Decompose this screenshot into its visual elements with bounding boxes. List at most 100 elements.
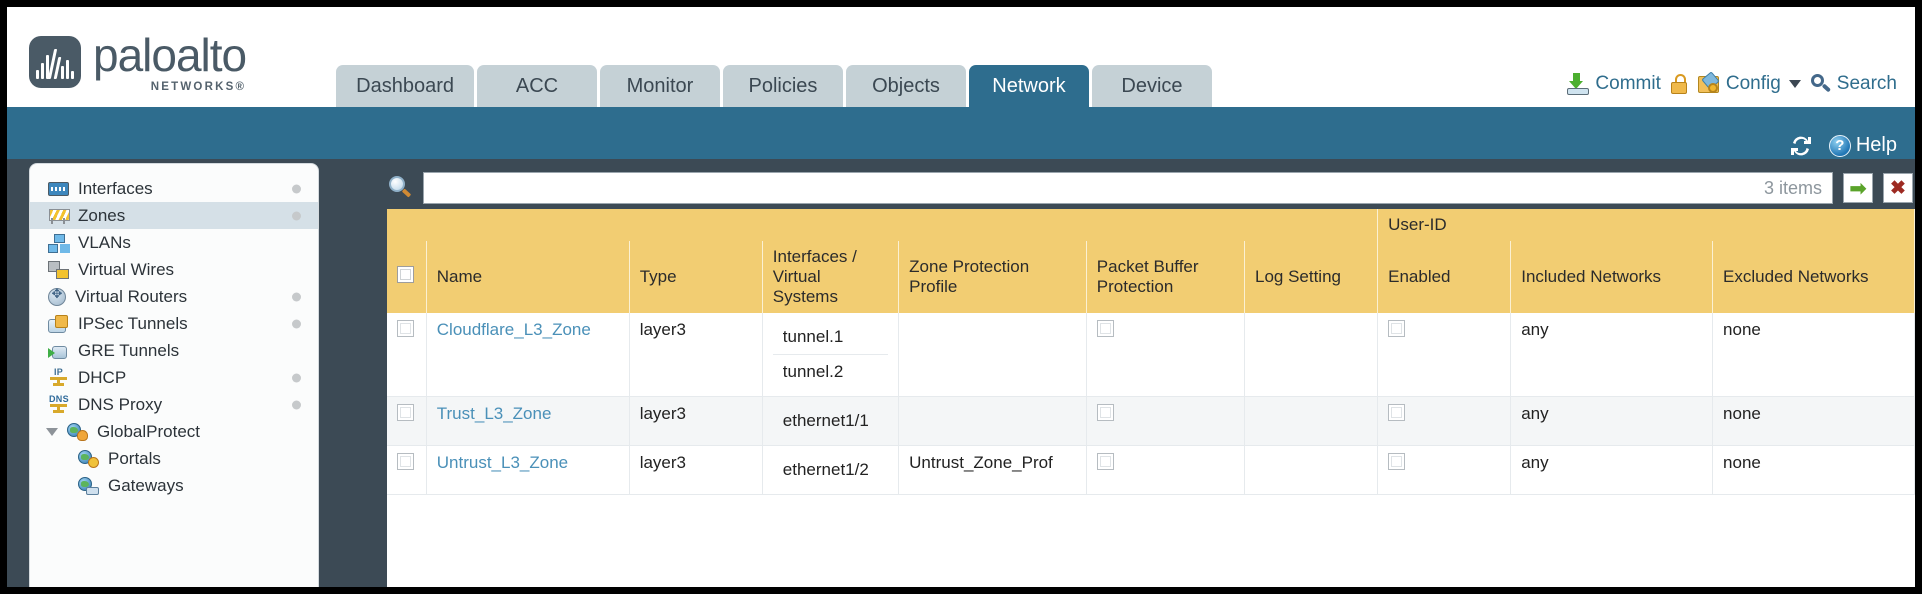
zones-panel: 3 items ➡ ✖ [387,159,1915,587]
row-select-cell[interactable] [387,445,427,495]
group-header-spacer [387,209,1379,241]
column-header-type[interactable]: Type [629,241,763,313]
zone-name-link[interactable]: Untrust_L3_Zone [436,453,569,472]
column-header-interfaces[interactable]: Interfaces / Virtual Systems [762,241,900,313]
cell-name[interactable]: Untrust_L3_Zone [426,445,630,495]
context-bar-actions: ? Help [1789,134,1897,157]
column-header-excluded-networks[interactable]: Excluded Networks [1712,241,1915,313]
row-select-cell[interactable] [387,396,427,446]
refresh-icon[interactable] [1789,135,1813,157]
cell-log-setting [1244,445,1379,495]
status-dot [292,400,301,409]
globalprotect-icon [67,422,88,441]
row-checkbox[interactable] [397,404,414,421]
sidebar-item-virtual-wires[interactable]: Virtual Wires [30,256,318,283]
interface-entry: tunnel.2 [782,362,844,381]
arrow-right-icon: ➡ [1849,177,1867,200]
sidebar-item-dns-proxy[interactable]: DNS DNS Proxy [30,391,318,418]
column-header-name[interactable]: Name [426,241,630,313]
select-all-header[interactable] [387,241,427,313]
row-checkbox[interactable] [397,453,414,470]
cell-interfaces: ethernet1/2 [762,445,900,495]
zone-name-link[interactable]: Cloudflare_L3_Zone [436,320,591,339]
cell-userid-enabled[interactable] [1377,445,1512,495]
table-row[interactable]: Trust_L3_Zone layer3 ethernet1/1 [387,396,1915,446]
dns-proxy-icon: DNS [48,394,69,414]
search-button[interactable]: Search [1810,73,1897,95]
sidebar-item-portals[interactable]: Portals [30,445,318,472]
group-header-userid: User-ID [1377,209,1915,241]
cell-log-setting [1244,396,1379,446]
tab-dashboard[interactable]: Dashboard [336,65,474,107]
packet-buffer-protection-checkbox[interactable] [1096,320,1114,337]
sidebar-item-label: GlobalProtect [97,421,200,441]
ipsec-tunnels-icon [48,314,69,333]
cell-userid-enabled[interactable] [1377,396,1512,446]
tab-network[interactable]: Network [968,65,1089,107]
tab-objects[interactable]: Objects [845,65,966,107]
sidebar-item-gre-tunnels[interactable]: GRE Tunnels [30,337,318,364]
help-icon: ? [1828,134,1851,157]
table-row[interactable]: Untrust_L3_Zone layer3 ethernet1/2 Untru… [387,445,1915,495]
packet-buffer-protection-checkbox[interactable] [1096,404,1114,421]
unlock-icon [1670,74,1688,94]
sidebar-item-label: Zones [78,205,126,225]
zone-name-link[interactable]: Trust_L3_Zone [436,404,552,423]
tab-device[interactable]: Device [1091,65,1212,107]
sidebar-item-label: DHCP [78,367,127,387]
help-label: Help [1855,134,1897,156]
table-row[interactable]: Cloudflare_L3_Zone layer3 tunnel.1 tunne… [387,313,1915,397]
sidebar-item-interfaces[interactable]: Interfaces [30,175,318,202]
column-header-packet-buffer-protection[interactable]: Packet Buffer Protection [1086,241,1245,313]
search-input[interactable]: 3 items [423,172,1833,204]
expand-collapse-icon[interactable] [46,427,58,436]
userid-enabled-checkbox[interactable] [1388,453,1406,470]
commit-icon [1567,73,1590,95]
select-all-checkbox[interactable] [397,266,414,283]
sidebar-item-globalprotect[interactable]: GlobalProtect [30,418,318,445]
cell-name[interactable]: Trust_L3_Zone [426,396,630,446]
sidebar-item-label: VLANs [78,232,131,252]
sidebar-item-ipsec-tunnels[interactable]: IPSec Tunnels [30,310,318,337]
column-header-userid-enabled[interactable]: Enabled [1377,241,1512,313]
column-header-log-setting[interactable]: Log Setting [1244,241,1379,313]
sidebar-item-zones[interactable]: Zones [30,202,318,229]
column-header-included-networks[interactable]: Included Networks [1510,241,1714,313]
config-menu[interactable]: Config [1697,71,1801,95]
sidebar-item-vlans[interactable]: VLANs [30,229,318,256]
sidebar-item-gateways[interactable]: Gateways [30,472,318,499]
lock-button[interactable] [1670,74,1688,94]
tab-policies[interactable]: Policies [722,65,843,107]
row-checkbox[interactable] [397,320,414,337]
cell-userid-enabled[interactable] [1377,313,1512,397]
cell-log-setting [1244,313,1379,397]
commit-button[interactable]: Commit [1567,73,1661,95]
filter-bar: 3 items ➡ ✖ [387,167,1915,209]
status-dot [292,319,301,328]
row-select-cell[interactable] [387,313,427,397]
packet-buffer-protection-checkbox[interactable] [1096,453,1114,470]
vlans-icon [48,233,69,253]
cell-packet-buffer-protection[interactable] [1086,445,1245,495]
userid-enabled-checkbox[interactable] [1388,320,1406,337]
status-dot [292,292,301,301]
cell-name[interactable]: Cloudflare_L3_Zone [426,313,630,397]
config-icon [1697,71,1720,94]
help-button[interactable]: ? Help [1828,134,1897,157]
clear-filter-button[interactable]: ✖ [1883,173,1913,203]
cell-packet-buffer-protection[interactable] [1086,396,1245,446]
sidebar-item-label: Portals [108,448,161,468]
tab-monitor[interactable]: Monitor [599,65,720,107]
cell-zone-protection-profile: Untrust_Zone_Prof [898,445,1087,495]
page-body: Interfaces Zones VLANs Virtual Wires Vir… [7,159,1915,587]
apply-filter-button[interactable]: ➡ [1843,173,1873,203]
sidebar-item-dhcp[interactable]: IP DHCP [30,364,318,391]
cell-packet-buffer-protection[interactable] [1086,313,1245,397]
brand-name: paloalto [93,28,247,81]
sidebar-item-label: GRE Tunnels [78,340,180,360]
column-header-zone-protection-profile[interactable]: Zone Protection Profile [898,241,1087,313]
sidebar-item-virtual-routers[interactable]: Virtual Routers [30,283,318,310]
tab-acc[interactable]: ACC [476,65,597,107]
cell-interfaces: ethernet1/1 [762,396,900,446]
userid-enabled-checkbox[interactable] [1388,404,1406,421]
